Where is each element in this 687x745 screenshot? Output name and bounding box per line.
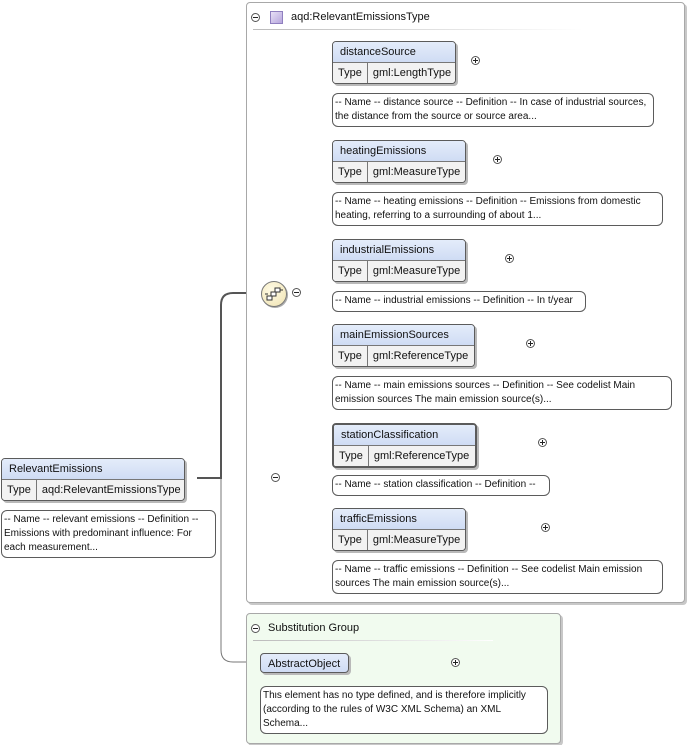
type-label: Type xyxy=(334,446,369,466)
header-rule xyxy=(253,29,583,30)
expand-trafficEmissions-toggle[interactable] xyxy=(541,523,551,532)
expand-distanceSource-toggle[interactable] xyxy=(471,56,481,65)
annotation-heatingEmissions: -- Name -- heating emissions -- Definiti… xyxy=(332,192,663,226)
type-label: Type xyxy=(333,346,368,366)
type-value: aqd:RelevantEmissionsType xyxy=(41,484,181,496)
expand-industrialEmissions-toggle[interactable] xyxy=(505,254,515,263)
annotation-root: -- Name -- relevant emissions -- Definit… xyxy=(1,510,216,558)
element-distanceSource[interactable]: distanceSource Type gml:LengthType xyxy=(332,41,456,84)
element-heatingEmissions[interactable]: heatingEmissions Type gml:MeasureType xyxy=(332,140,466,183)
element-name: stationClassification xyxy=(334,425,475,445)
annotation-trafficEmissions: -- Name -- traffic emissions -- Definiti… xyxy=(332,560,663,594)
annotation-distanceSource: -- Name -- distance source -- Definition… xyxy=(332,93,654,127)
collapse-type-toggle[interactable] xyxy=(251,12,260,22)
type-value: gml:ReferenceType xyxy=(372,350,469,362)
complex-type-header: aqd:RelevantEmissionsType xyxy=(251,9,430,25)
complex-type-icon xyxy=(270,10,283,24)
type-value: gml:MeasureType xyxy=(372,534,461,546)
type-value: gml:MeasureType xyxy=(372,166,461,178)
connector-root-substitution xyxy=(220,478,260,663)
sequence-compositor-icon[interactable] xyxy=(261,281,287,307)
annotation-AbstractObject: This element has no type defined, and is… xyxy=(260,686,548,734)
element-mainEmissionSources[interactable]: mainEmissionSources Type gml:ReferenceTyp… xyxy=(332,324,475,367)
root-element-name: RelevantEmissions xyxy=(2,459,184,479)
type-label: Type xyxy=(333,530,368,550)
annotation-stationClassification: -- Name -- station classification -- Def… xyxy=(332,475,550,496)
type-label: Type xyxy=(2,480,37,500)
element-name: industrialEmissions xyxy=(333,240,465,260)
expand-stationClassification-toggle[interactable] xyxy=(538,438,548,447)
collapse-sequence-toggle[interactable] xyxy=(292,288,301,297)
annotation-mainEmissionSources: -- Name -- main emissions sources -- Def… xyxy=(332,376,672,410)
element-industrialEmissions[interactable]: industrialEmissions Type gml:MeasureType xyxy=(332,239,466,282)
root-element-RelevantEmissions[interactable]: RelevantEmissions Type aqd:RelevantEmissi… xyxy=(1,458,185,501)
expand-mainEmissionSources-toggle[interactable] xyxy=(526,339,536,348)
substitution-group-title: Substitution Group xyxy=(268,622,360,634)
collapse-root-toggle[interactable] xyxy=(271,473,281,482)
type-value: gml:ReferenceType xyxy=(373,450,470,462)
element-name: mainEmissionSources xyxy=(333,325,474,345)
type-label: Type xyxy=(333,261,368,281)
type-label: Type xyxy=(333,162,368,182)
element-AbstractObject[interactable]: AbstractObject xyxy=(260,653,349,673)
element-name: heatingEmissions xyxy=(333,141,465,161)
expand-AbstractObject-toggle[interactable] xyxy=(450,658,460,667)
substitution-rule xyxy=(253,640,493,641)
type-value: gml:LengthType xyxy=(372,67,452,79)
expand-heatingEmissions-toggle[interactable] xyxy=(493,155,503,164)
type-label: Type xyxy=(333,63,368,83)
type-value: gml:MeasureType xyxy=(372,265,461,277)
element-stationClassification[interactable]: stationClassification Type gml:ReferenceT… xyxy=(332,423,477,468)
substitution-group-header: Substitution Group xyxy=(251,620,359,636)
element-trafficEmissions[interactable]: trafficEmissions Type gml:MeasureType xyxy=(332,508,466,551)
collapse-substitution-toggle[interactable] xyxy=(251,623,260,633)
element-name: distanceSource xyxy=(333,42,455,62)
complex-type-name: aqd:RelevantEmissionsType xyxy=(291,11,430,23)
connector-root-sequence xyxy=(197,292,261,479)
element-name: trafficEmissions xyxy=(333,509,465,529)
annotation-industrialEmissions: -- Name -- industrial emissions -- Defin… xyxy=(332,291,586,312)
